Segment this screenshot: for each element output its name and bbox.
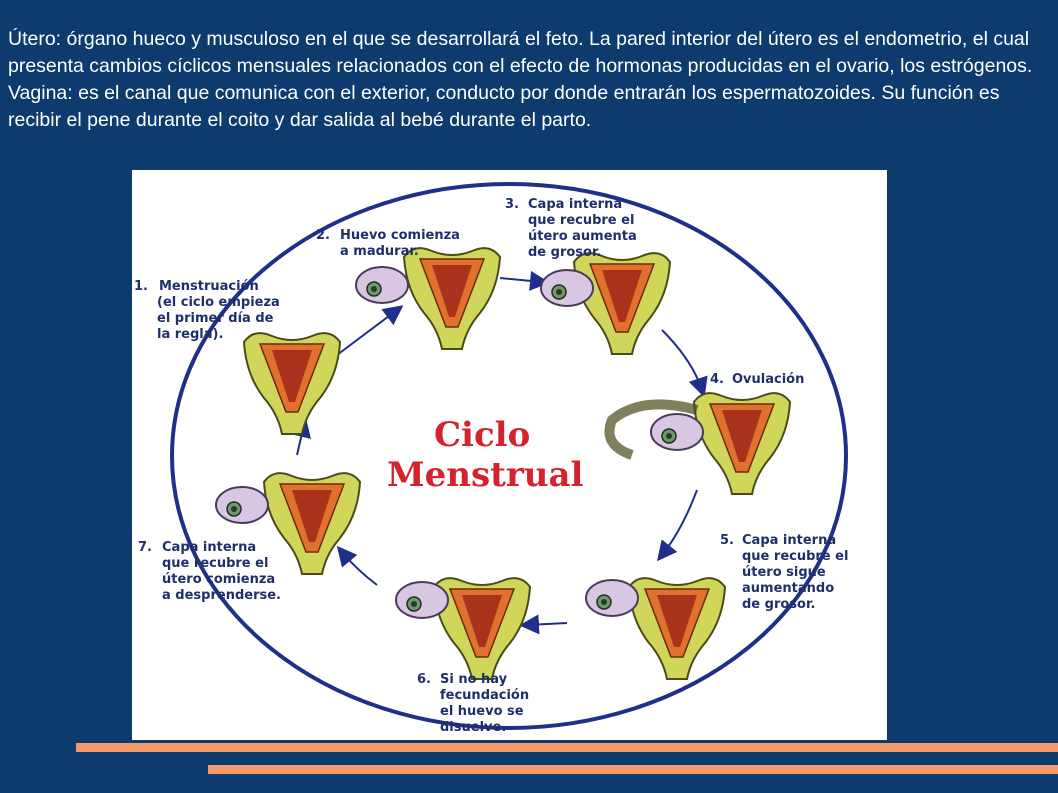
arrow-1-2 (336, 305, 404, 356)
uterus-stage-5 (628, 577, 726, 680)
stage-7-label: 7. Capa interna que recubre el útero com… (138, 540, 281, 603)
arrow-2-3 (499, 270, 550, 291)
ovary-stage-6 (395, 581, 449, 619)
svg-text:el primer día de: el primer día de (157, 311, 274, 326)
paragraph-vagina: Vagina: es el canal que comunica con el … (8, 82, 1000, 131)
uterus-stage-2 (403, 247, 501, 350)
svg-text:que recubre el: que recubre el (528, 213, 634, 228)
ovary-stage-2 (355, 266, 409, 304)
svg-text:de grosor.: de grosor. (742, 597, 815, 612)
svg-text:2.: 2. (316, 228, 330, 243)
stage-6-label: 6. Si no hay fecundación el huevo se dis… (417, 672, 529, 735)
svg-text:disuelve.: disuelve. (440, 720, 506, 735)
svg-text:útero aumenta: útero aumenta (528, 229, 637, 244)
svg-text:útero sigue: útero sigue (742, 565, 826, 580)
svg-text:3.: 3. (505, 197, 519, 212)
diagram-title-line1: Ciclo (434, 415, 530, 455)
svg-text:el huevo se: el huevo se (440, 704, 524, 719)
diagram-title-line2: Menstrual (387, 455, 583, 495)
svg-text:que recubre el: que recubre el (742, 549, 848, 564)
stage-2-label: 2. Huevo comienza a madurar. (316, 228, 460, 259)
slide-body-text: Útero: órgano hueco y musculoso en el qu… (8, 26, 1048, 134)
accent-bar-top (76, 743, 1058, 752)
svg-text:6.: 6. (417, 672, 431, 687)
stage-5-label: 5. Capa interna que recubre el útero sig… (720, 533, 848, 612)
svg-text:la regla).: la regla). (157, 327, 223, 342)
svg-text:Capa interna: Capa interna (528, 197, 622, 212)
svg-text:fecundación: fecundación (440, 688, 529, 703)
ovary-stage-7 (215, 486, 269, 524)
svg-text:aumentando: aumentando (742, 581, 834, 596)
stage-3-label: 3. Capa interna que recubre el útero aum… (505, 197, 637, 260)
svg-text:a madurar.: a madurar. (340, 244, 419, 259)
arrow-5-6 (519, 614, 568, 635)
arrow-4-5 (657, 489, 698, 562)
svg-text:4.: 4. (710, 372, 724, 387)
menstrual-cycle-diagram: Ciclo Menstrual 1. Menstruación (el cicl… (132, 170, 887, 740)
ovary-stage-4 (650, 413, 704, 451)
svg-text:Capa interna: Capa interna (742, 533, 836, 548)
uterus-stage-3 (573, 252, 671, 355)
svg-text:Si no hay: Si no hay (440, 672, 508, 687)
arrow-3-4 (661, 329, 708, 398)
svg-text:Huevo comienza: Huevo comienza (340, 228, 460, 243)
accent-bar-bottom (208, 765, 1058, 774)
uterus-stage-7 (263, 472, 361, 575)
fallopian-tube-4 (604, 399, 699, 460)
svg-text:5.: 5. (720, 533, 734, 548)
svg-text:(el ciclo empieza: (el ciclo empieza (157, 295, 280, 310)
uterus-stage-4 (693, 392, 791, 495)
svg-text:útero comienza: útero comienza (162, 572, 275, 587)
svg-text:a desprenderse.: a desprenderse. (162, 588, 281, 603)
ovary-stage-3 (540, 269, 594, 307)
svg-text:que recubre el: que recubre el (162, 556, 268, 571)
stage-4-label: 4. Ovulación (710, 372, 804, 387)
paragraph-utero: Útero: órgano hueco y musculoso en el qu… (8, 28, 1033, 77)
svg-text:de grosor.: de grosor. (528, 245, 601, 260)
cycle-circle (170, 182, 848, 730)
uterus-stage-1 (243, 332, 341, 435)
svg-text:Capa interna: Capa interna (162, 540, 256, 555)
svg-text:Menstruación: Menstruación (159, 279, 259, 294)
svg-text:7.: 7. (138, 540, 152, 555)
arrow-6-7 (336, 545, 378, 586)
svg-text:Ovulación: Ovulación (732, 372, 804, 387)
svg-text:1.: 1. (134, 279, 148, 294)
stage-1-label: 1. Menstruación (el ciclo empieza el pri… (134, 279, 280, 342)
ovary-stage-5 (585, 579, 639, 617)
uterus-stage-6 (433, 577, 531, 680)
